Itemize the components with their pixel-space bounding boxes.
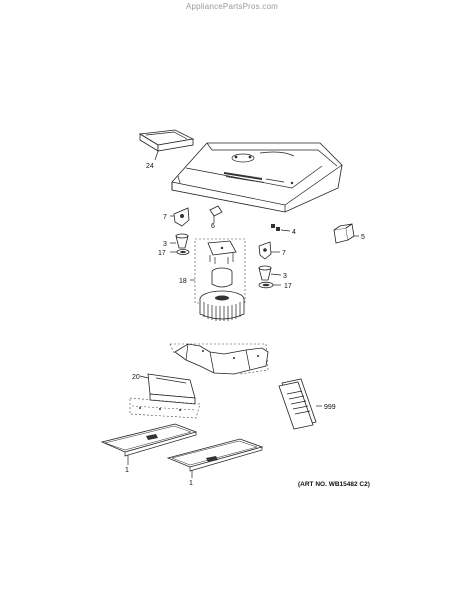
callout-3-upper: 3: [163, 241, 167, 248]
part-3-cone-upper-icon[interactable]: [170, 233, 189, 249]
part-17-ring-lower-icon[interactable]: [258, 281, 281, 289]
callout-7-upper: 7: [163, 214, 167, 221]
callout-5: 5: [361, 234, 365, 241]
callout-18: 18: [179, 278, 187, 285]
part-1-grease-filter-left-icon[interactable]: [100, 423, 198, 465]
callout-24: 24: [146, 163, 154, 170]
range-hood-body-icon: [171, 142, 343, 213]
part-7-damper-upper-icon[interactable]: [170, 207, 190, 227]
part-999-owners-manual-icon[interactable]: [278, 378, 322, 430]
site-watermark: AppliancePartsPros.com: [186, 2, 278, 11]
callout-999: 999: [324, 404, 336, 411]
part-17-ring-upper-icon[interactable]: [170, 249, 190, 255]
part-18-motor-assembly-icon[interactable]: [190, 238, 246, 304]
part-3-cone-lower-icon[interactable]: [258, 265, 282, 281]
trim-panel-icon: [129, 397, 201, 419]
callout-1-left: 1: [125, 467, 129, 474]
callout-20: 20: [132, 374, 140, 381]
callout-7-lower: 7: [282, 250, 286, 257]
part-7-damper-lower-icon[interactable]: [258, 241, 280, 260]
callout-17-lower: 17: [284, 283, 292, 290]
callout-17-upper: 17: [158, 250, 166, 257]
callout-1-right: 1: [189, 480, 193, 487]
part-24-light-lens-icon[interactable]: [138, 129, 195, 161]
part-1-grease-filter-right-icon[interactable]: [166, 438, 264, 478]
part-6-connector-icon[interactable]: [209, 205, 223, 223]
callout-4: 4: [292, 229, 296, 236]
blower-wheel-icon: [199, 290, 245, 321]
art-number: (ART NO. WB15482 C2): [298, 481, 370, 488]
part-5-bracket-icon[interactable]: [333, 223, 359, 244]
duct-assembly-icon: [169, 343, 269, 375]
callout-6: 6: [211, 223, 215, 230]
callout-3-lower: 3: [283, 273, 287, 280]
part-20-duct-adapter-icon[interactable]: [139, 373, 196, 405]
part-4-nuts-icon[interactable]: [271, 224, 291, 232]
